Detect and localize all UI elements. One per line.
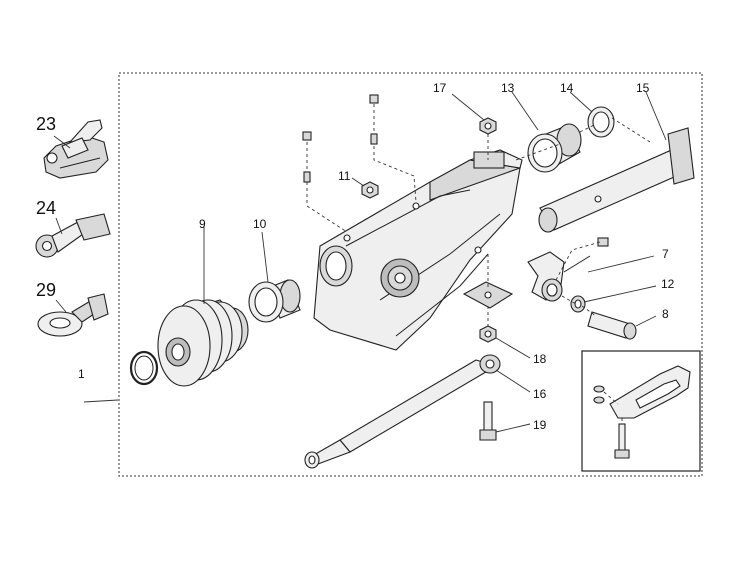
label-1: 1: [78, 367, 85, 381]
assembly-dashed-lines: [306, 104, 651, 326]
label-12: 12: [661, 277, 675, 291]
part-grease-nipple-middle: [369, 94, 379, 145]
part-7-locking-lever: [527, 251, 591, 302]
label-11: 11: [338, 169, 351, 183]
label-13: 13: [501, 81, 515, 95]
part-13-bush: [527, 123, 582, 173]
inset-detail: [581, 350, 701, 472]
part-11-nut: [361, 181, 379, 199]
part-29-towing-eye: [37, 293, 109, 337]
label-8: 8: [662, 307, 669, 321]
label-29: 29: [36, 280, 56, 300]
assembly-boundary: [118, 72, 703, 477]
part-1-drawbar-housing: [313, 149, 523, 351]
label-19: 19: [533, 418, 547, 432]
label-9: 9: [199, 217, 206, 231]
part-19-bolt: [479, 401, 497, 441]
leader-lines: [53, 91, 667, 433]
part-snap-ring: [129, 350, 159, 386]
part-14-ring: [587, 106, 615, 138]
label-16: 16: [533, 387, 547, 401]
part-24-clevis-eye: [35, 213, 111, 258]
part-8-pin: [587, 311, 637, 340]
part-18-nut: [479, 325, 497, 343]
part-23-coupling-head: [43, 119, 109, 179]
label-15: 15: [636, 81, 650, 95]
part-15-axle-pin: [538, 127, 695, 233]
part-12-washer: [570, 295, 586, 313]
part-9-bellows: [157, 299, 249, 387]
part-17-nut: [479, 117, 497, 135]
label-17: 17: [433, 81, 447, 95]
part-16-damper: [304, 354, 501, 469]
label-14: 14: [560, 81, 574, 95]
part-10-bush: [248, 279, 301, 323]
label-10: 10: [253, 217, 267, 231]
part-square-plate: [462, 281, 514, 309]
label-24: 24: [36, 198, 56, 218]
label-18: 18: [533, 352, 547, 366]
part-small-grease-nipple: [597, 237, 609, 247]
label-7: 7: [662, 247, 669, 261]
label-23: 23: [36, 114, 56, 134]
